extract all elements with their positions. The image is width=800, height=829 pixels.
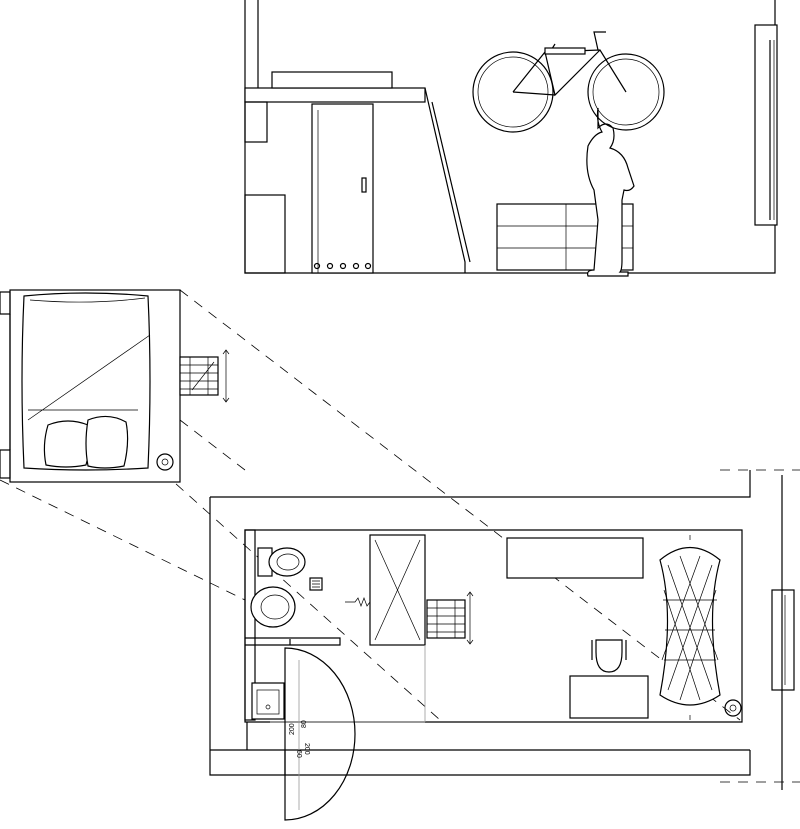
person-silhouette xyxy=(586,107,635,277)
desk xyxy=(569,675,649,719)
bicycle xyxy=(472,31,665,133)
door-dimensions: 80 200 60 200 xyxy=(289,720,310,758)
door-width-label-2: 60 xyxy=(295,750,302,758)
floor-plan: 80 200 60 200 xyxy=(209,470,795,821)
door-height-label-2: 200 xyxy=(303,743,310,755)
door-width-label: 80 xyxy=(301,720,308,728)
wardrobe-feet xyxy=(313,262,372,270)
kitchen-sink xyxy=(251,682,285,720)
hammock xyxy=(659,535,721,720)
table xyxy=(506,537,644,579)
door-swing xyxy=(284,647,356,821)
pillow xyxy=(43,420,91,468)
pillow xyxy=(85,415,129,469)
sink xyxy=(250,586,296,628)
section-elevation xyxy=(244,0,778,277)
desk-chair xyxy=(591,639,627,673)
toilet xyxy=(257,547,306,577)
door-height-label: 200 xyxy=(289,723,296,735)
loft-plan xyxy=(0,289,230,483)
